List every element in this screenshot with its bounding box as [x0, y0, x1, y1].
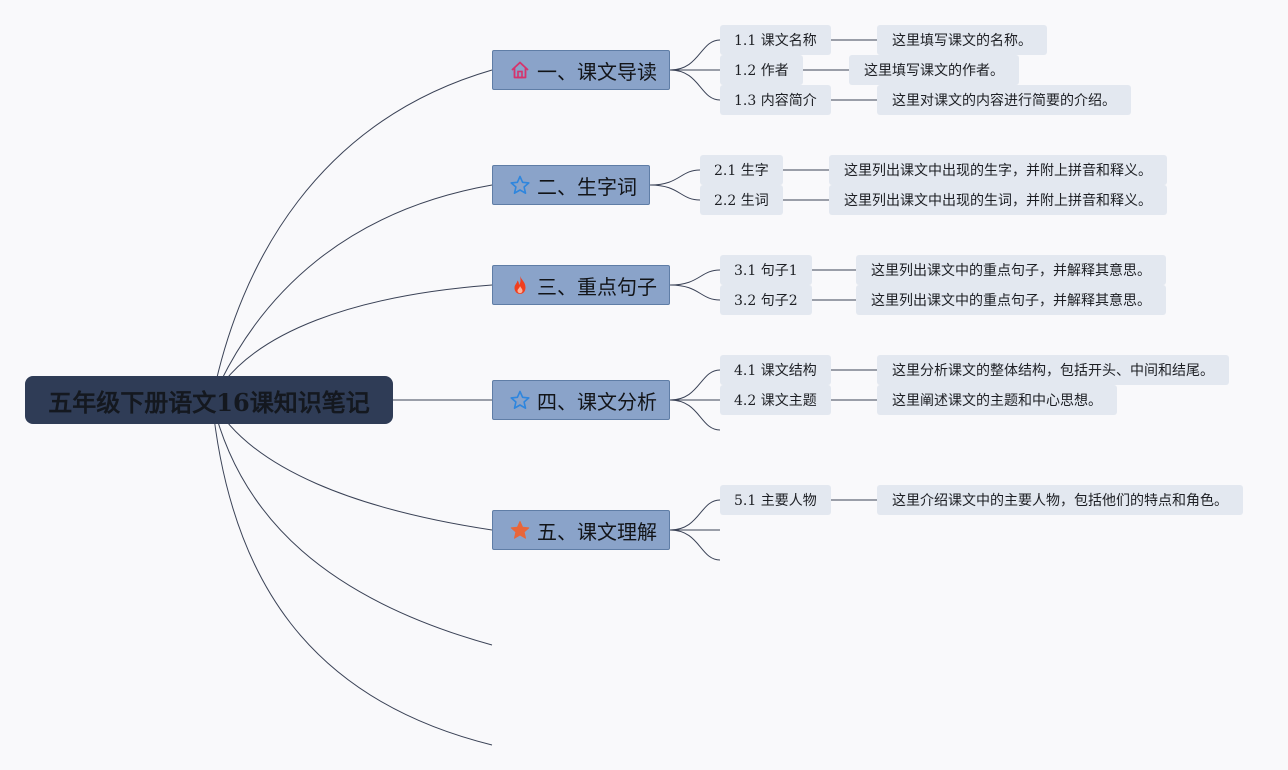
item-node-1-3[interactable]: 1.3 内容简介	[720, 85, 831, 115]
note-node-1-1[interactable]: 这里填写课文的名称。	[877, 25, 1047, 55]
sub-link-2-1	[649, 169, 701, 186]
item-node-5-1[interactable]: 5.1 主要人物	[720, 485, 831, 515]
note-node-4-1[interactable]: 这里分析课文的整体结构，包括开头、中间和结尾。	[877, 355, 1229, 385]
star-outline-icon	[509, 174, 531, 196]
item-label: 5.1 主要人物	[734, 493, 817, 509]
item-node-3-2[interactable]: 3.2 句子2	[720, 285, 812, 315]
note-text: 这里列出课文中的重点句子，并解释其意思。	[871, 293, 1151, 309]
sub-link-2-2	[649, 184, 701, 201]
section-title-4: 四、课文分析	[537, 389, 657, 414]
note-text: 这里阐述课文的主题和中心思想。	[892, 393, 1102, 409]
note-node-1-3[interactable]: 这里对课文的内容进行简要的介绍。	[877, 85, 1131, 115]
section-title-2: 二、生字词	[537, 174, 637, 199]
sub-link-5-1	[669, 499, 721, 531]
item-node-4-2[interactable]: 4.2 课文主题	[720, 385, 831, 415]
star-filled-icon	[509, 519, 531, 541]
sub-link-3-1	[669, 269, 721, 286]
sub-link-4-1	[669, 369, 721, 401]
item-label: 4.2 课文主题	[734, 393, 817, 409]
note-text: 这里列出课文中的重点句子，并解释其意思。	[871, 263, 1151, 279]
section-node-3[interactable]: 三、重点句子	[492, 265, 670, 305]
fire-icon	[509, 274, 531, 296]
sub-link-5-3	[669, 529, 721, 561]
note-text: 这里分析课文的整体结构，包括开头、中间和结尾。	[892, 363, 1214, 379]
section-title-3: 三、重点句子	[537, 274, 657, 299]
note-node-2-1[interactable]: 这里列出课文中出现的生字，并附上拼音和释义。	[829, 155, 1167, 185]
branch-link-3	[211, 284, 493, 401]
section-node-5[interactable]: 五、课文理解	[492, 510, 670, 550]
item-node-2-1[interactable]: 2.1 生字	[700, 155, 783, 185]
item-label: 3.2 句子2	[734, 293, 798, 309]
item-label: 2.1 生字	[714, 163, 769, 179]
item-label: 2.2 生词	[714, 193, 769, 209]
section-title-5: 五、课文理解	[537, 519, 657, 544]
star-outline-icon	[509, 389, 531, 411]
note-node-1-2[interactable]: 这里填写课文的作者。	[849, 55, 1019, 85]
sub-link-3-2	[669, 284, 721, 301]
branch-link-5	[211, 399, 493, 531]
item-label: 1.3 内容简介	[734, 93, 817, 109]
note-text: 这里填写课文的作者。	[864, 63, 1004, 79]
note-text: 这里对课文的内容进行简要的介绍。	[892, 93, 1116, 109]
item-label: 1.2 作者	[734, 63, 789, 79]
note-text: 这里列出课文中出现的生词，并附上拼音和释义。	[844, 193, 1152, 209]
root-title: 五年级下册语文16课知识笔记	[48, 387, 370, 417]
connector-lines	[211, 39, 877, 746]
note-text: 这里列出课文中出现的生字，并附上拼音和释义。	[844, 163, 1152, 179]
item-node-2-2[interactable]: 2.2 生词	[700, 185, 783, 215]
branch-link-1	[211, 69, 493, 401]
branch-link-2	[211, 184, 493, 401]
note-text: 这里介绍课文中的主要人物，包括他们的特点和角色。	[892, 493, 1228, 509]
item-node-1-2[interactable]: 1.2 作者	[720, 55, 803, 85]
note-node-5-1[interactable]: 这里介绍课文中的主要人物，包括他们的特点和角色。	[877, 485, 1243, 515]
note-node-3-2[interactable]: 这里列出课文中的重点句子，并解释其意思。	[856, 285, 1166, 315]
branch-link-6	[211, 399, 493, 646]
root-node[interactable]: 五年级下册语文16课知识笔记	[25, 376, 393, 424]
sub-link-1-1	[669, 39, 721, 71]
sub-link-1-3	[669, 69, 721, 101]
item-node-1-1[interactable]: 1.1 课文名称	[720, 25, 831, 55]
item-label: 3.1 句子1	[734, 263, 798, 279]
note-node-3-1[interactable]: 这里列出课文中的重点句子，并解释其意思。	[856, 255, 1166, 285]
home-icon	[509, 59, 531, 81]
note-text: 这里填写课文的名称。	[892, 33, 1032, 49]
item-label: 1.1 课文名称	[734, 33, 817, 49]
section-node-1[interactable]: 一、课文导读	[492, 50, 670, 90]
section-node-2[interactable]: 二、生字词	[492, 165, 650, 205]
section-node-4[interactable]: 四、课文分析	[492, 380, 670, 420]
branch-link-7	[211, 399, 493, 746]
item-label: 4.1 课文结构	[734, 363, 817, 379]
sub-link-4-3	[669, 399, 721, 431]
note-node-4-2[interactable]: 这里阐述课文的主题和中心思想。	[877, 385, 1117, 415]
section-title-1: 一、课文导读	[537, 59, 657, 84]
item-node-4-1[interactable]: 4.1 课文结构	[720, 355, 831, 385]
note-node-2-2[interactable]: 这里列出课文中出现的生词，并附上拼音和释义。	[829, 185, 1167, 215]
item-node-3-1[interactable]: 3.1 句子1	[720, 255, 812, 285]
